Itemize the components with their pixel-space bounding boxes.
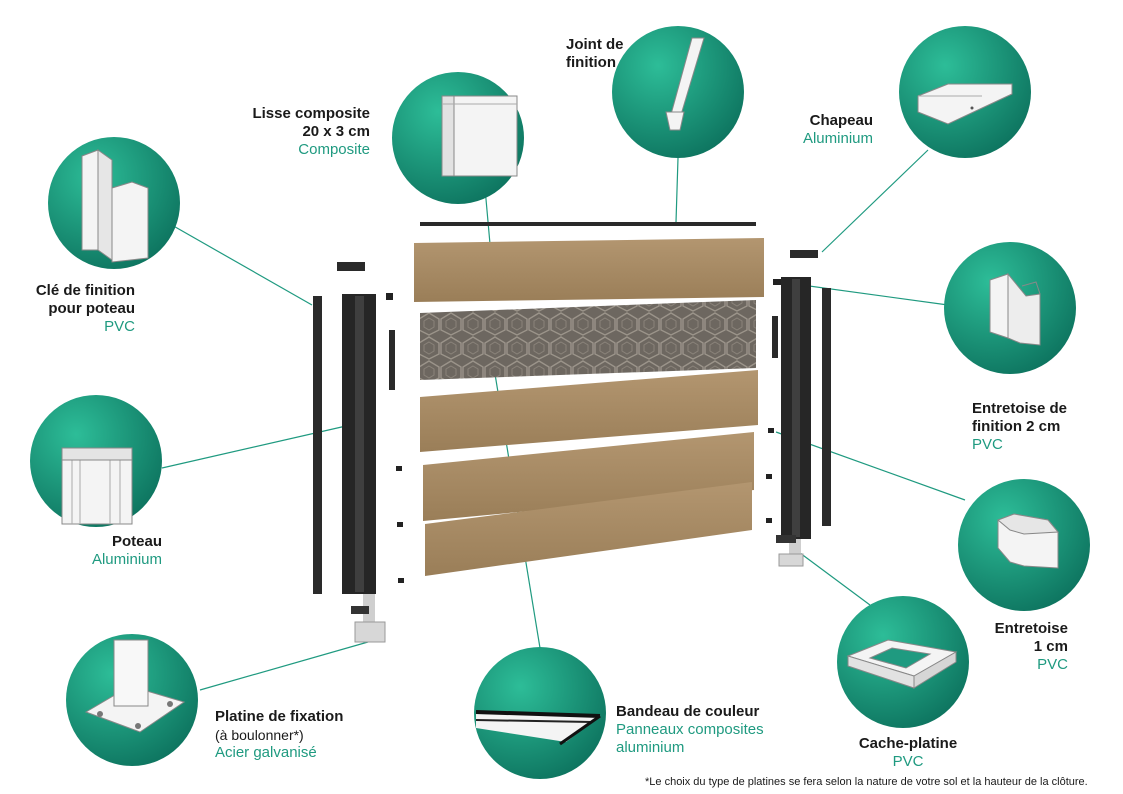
circle-cle-de-finition: [48, 137, 180, 269]
circle-joint-de-finition: [612, 26, 744, 158]
entretoise2-title: Entretoise de finition 2 cm: [972, 400, 1067, 436]
cle-material: PVC: [20, 318, 135, 336]
label-bandeau-de-couleur: Bandeau de couleur Panneaux composites a…: [616, 703, 764, 757]
label-platine-de-fixation: Platine de fixation (à boulonner*) Acier…: [215, 708, 343, 762]
cle-title: Clé de finition pour poteau: [20, 282, 135, 318]
cacheplatine-title: Cache-platine: [848, 735, 968, 753]
bandeau-material: Panneaux composites aluminium: [616, 721, 764, 757]
platine-material: Acier galvanisé: [215, 744, 343, 762]
composite-board-1: [414, 238, 764, 302]
label-cache-platine: Cache-platine PVC: [848, 735, 968, 771]
bandeau-title: Bandeau de couleur: [616, 703, 764, 721]
right-baseplate: [779, 554, 803, 566]
poteau-title: Poteau: [40, 533, 162, 551]
label-cle-de-finition: Clé de finition pour poteau PVC: [20, 282, 135, 336]
left-baseplate: [355, 622, 385, 642]
color-band-panel: [420, 300, 756, 380]
cacheplatine-material: PVC: [848, 753, 968, 771]
circle-platine-de-fixation: [66, 634, 198, 766]
chapeau-title: Chapeau: [760, 112, 873, 130]
circle-bandeau-de-couleur: [474, 647, 606, 779]
circle-lisse-composite: [392, 72, 524, 204]
right-cap: [790, 250, 818, 258]
label-entretoise-2cm: Entretoise de finition 2 cm PVC: [972, 400, 1067, 454]
circle-chapeau: [899, 26, 1031, 158]
circle-entretoise-2cm: [944, 242, 1076, 374]
label-chapeau: Chapeau Aluminium: [760, 112, 873, 148]
label-poteau: Poteau Aluminium: [40, 533, 162, 569]
joint-title: Joint de finition: [566, 36, 624, 72]
chapeau-material: Aluminium: [760, 130, 873, 148]
label-joint-de-finition: Joint de finition: [566, 36, 624, 72]
entretoise1-title: Entretoise 1 cm: [960, 620, 1068, 656]
circle-cache-platine: [837, 596, 969, 728]
left-cap: [337, 262, 365, 271]
poteau-material: Aluminium: [40, 551, 162, 569]
lisse-title: Lisse composite 20 x 3 cm: [220, 105, 370, 141]
platine-title: Platine de fixation: [215, 708, 343, 726]
entretoise2-material: PVC: [972, 436, 1067, 454]
circle-poteau: [30, 395, 162, 527]
lisse-material: Composite: [220, 141, 370, 159]
label-entretoise-1cm: Entretoise 1 cm PVC: [960, 620, 1068, 674]
footnote: *Le choix du type de platines se fera se…: [645, 776, 1088, 788]
right-finishing-key: [822, 288, 831, 526]
joint-de-finition-bar: [420, 222, 756, 226]
fence-assembly: [313, 222, 831, 642]
platine-note: (à boulonner*): [215, 726, 343, 744]
left-finishing-key: [313, 296, 322, 594]
entretoise1-material: PVC: [960, 656, 1068, 674]
label-lisse-composite: Lisse composite 20 x 3 cm Composite: [220, 105, 370, 159]
circle-entretoise-1cm: [958, 479, 1090, 611]
